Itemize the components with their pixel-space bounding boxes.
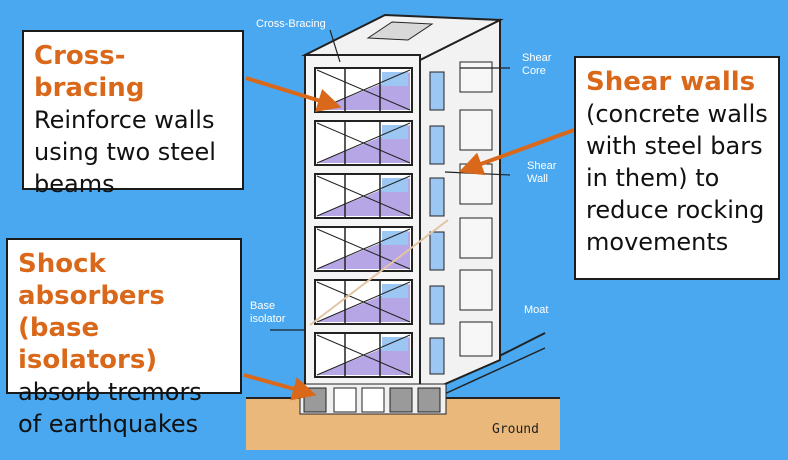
floor-panel bbox=[314, 226, 413, 272]
cross-bracing-text-1: Reinforce walls bbox=[34, 106, 215, 134]
shear-walls-text-2: with steel bars bbox=[586, 132, 763, 160]
floor-panel bbox=[314, 279, 413, 325]
ground-label: Ground bbox=[492, 422, 539, 437]
cross-bracing-callout: Cross-bracing Reinforce walls using two … bbox=[22, 30, 244, 198]
building-side bbox=[419, 18, 501, 397]
shear-walls-text-3: in them) to bbox=[586, 164, 720, 192]
floor-panel bbox=[314, 120, 413, 166]
shear-walls-text-4: reduce rocking bbox=[586, 196, 765, 224]
base-isolators bbox=[299, 383, 447, 415]
cross-bracing-text-2: using two steel bbox=[34, 138, 216, 166]
arrow-cross-bracing bbox=[245, 76, 342, 112]
floor-panel bbox=[314, 332, 413, 378]
cross-bracing-label: Cross-Bracing bbox=[256, 18, 326, 30]
moat-label: Moat bbox=[524, 304, 549, 316]
cross-bracing-title: Cross-bracing bbox=[34, 41, 145, 103]
isolator-leader bbox=[309, 219, 449, 326]
callout-arrows bbox=[243, 76, 575, 401]
shear-walls-text-1: (concrete walls bbox=[586, 100, 768, 128]
shock-absorbers-title-2: (base isolators) bbox=[18, 313, 158, 375]
shear-walls-title: Shear walls bbox=[586, 67, 756, 97]
shock-absorbers-callout: Shock absorbers (base isolators) absorb … bbox=[6, 238, 242, 438]
floor-panel bbox=[314, 173, 413, 219]
shock-absorbers-title-1: Shock absorbers bbox=[18, 249, 165, 311]
arrow-shear-walls bbox=[458, 128, 575, 176]
shock-absorbers-text-1: absorb tremors bbox=[18, 378, 202, 406]
cross-bracing-text-3: beams bbox=[34, 170, 115, 198]
shear-walls-callout: Shear walls (concrete walls with steel b… bbox=[574, 56, 780, 280]
arrow-shock-absorbers bbox=[243, 373, 317, 401]
shock-absorbers-text-2: of earthquakes bbox=[18, 410, 199, 438]
floor-panels bbox=[314, 67, 413, 378]
shear-walls-text-5: movements bbox=[586, 228, 729, 256]
